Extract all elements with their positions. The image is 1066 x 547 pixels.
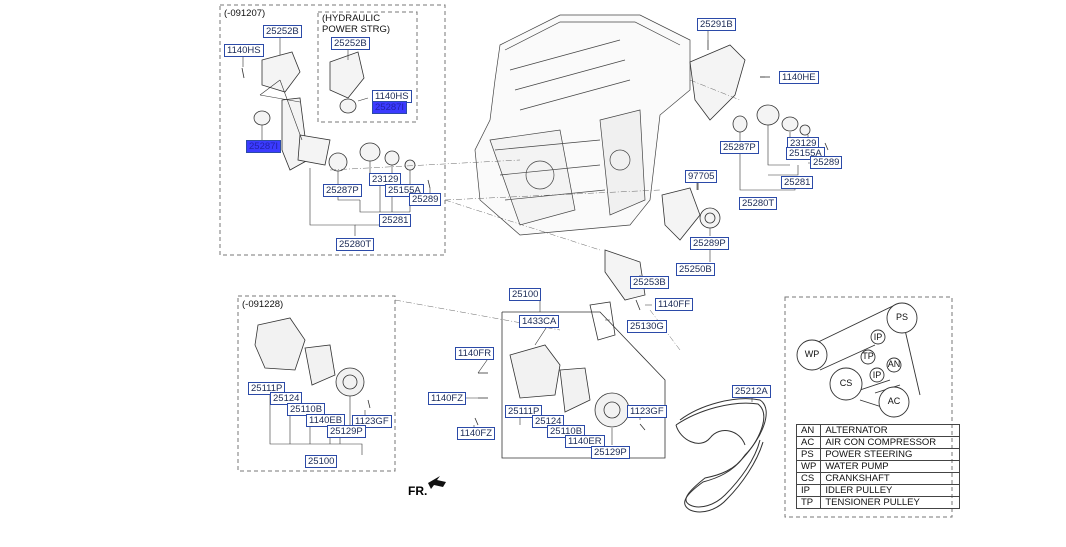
assembly-box-center <box>501 311 666 459</box>
drive-belt <box>675 398 767 513</box>
range-caption-mid-left: (-091228) <box>242 299 284 310</box>
part-label[interactable]: 25289 <box>810 156 843 169</box>
part-label[interactable]: 1433CA <box>519 315 560 328</box>
part-label[interactable]: 1123GF <box>352 415 392 428</box>
range-caption-top-left: (-091207) <box>224 8 266 19</box>
pulley-label-ip-2: IP <box>872 370 882 380</box>
part-label[interactable]: 25289P <box>690 237 729 250</box>
group-box-legend <box>784 296 953 518</box>
part-label-highlighted[interactable]: 25287I <box>372 101 408 114</box>
part-label[interactable]: 25100 <box>509 288 542 301</box>
pulley-label-cs: CS <box>839 378 853 388</box>
part-label[interactable]: 1140ER <box>565 435 605 448</box>
part-label[interactable]: 1140FR <box>455 347 495 360</box>
part-label[interactable]: 1140HE <box>779 71 819 84</box>
part-label[interactable]: 25129P <box>591 446 630 459</box>
part-label[interactable]: 1140FF <box>655 298 694 311</box>
pulley-label-wp: WP <box>804 349 820 359</box>
front-direction-arrow <box>428 476 446 489</box>
group-box-top-left <box>219 4 446 256</box>
part-label[interactable]: 25287P <box>323 184 362 197</box>
pulley-label-ps: PS <box>895 312 908 322</box>
part-label[interactable]: 25287P <box>720 141 759 154</box>
tensioner-parts-top-left <box>241 51 431 189</box>
part-label[interactable]: 25281 <box>379 214 412 227</box>
part-label[interactable]: 25100 <box>305 455 338 468</box>
belt-routing-diagram <box>796 302 921 418</box>
guide-lines <box>329 79 741 351</box>
part-label[interactable]: 25281 <box>781 176 814 189</box>
part-label[interactable]: 25252B <box>331 37 370 50</box>
part-label-highlighted[interactable]: 25287I <box>246 140 282 153</box>
leader-lines <box>242 28 815 455</box>
part-label[interactable]: 25280T <box>336 238 375 251</box>
engine-block <box>474 14 691 236</box>
part-label[interactable]: 1123GF <box>627 405 667 418</box>
part-label[interactable]: 25124 <box>270 392 303 405</box>
part-label[interactable]: 25129P <box>327 425 366 438</box>
part-label[interactable]: 25130G <box>627 320 667 333</box>
part-label[interactable]: 25111P <box>248 382 286 395</box>
pulley-label-ip: IP <box>873 332 883 342</box>
part-label[interactable]: 25280T <box>739 197 778 210</box>
part-label[interactable]: 1140EB <box>306 414 346 427</box>
pulley-label-tp: TP <box>862 351 874 361</box>
part-label[interactable]: 25253B <box>630 276 669 289</box>
part-label[interactable]: 25212A <box>732 385 771 398</box>
part-label[interactable]: 1140FZ <box>428 392 467 405</box>
pulley-label-an: AN <box>887 359 901 369</box>
part-label[interactable]: 25111P <box>505 405 543 418</box>
front-direction-label: FR. <box>408 484 428 498</box>
part-label[interactable]: 97705 <box>685 170 718 183</box>
hydraulic-caption: (HYDRAULIC POWER STRG) <box>322 13 391 35</box>
part-label[interactable]: 25252B <box>263 25 302 38</box>
water-pump-center <box>474 301 646 431</box>
part-label[interactable]: 1140HS <box>224 44 264 57</box>
part-label[interactable]: 25250B <box>676 263 715 276</box>
water-pump-left <box>254 317 371 409</box>
group-box-hydraulic <box>317 11 418 123</box>
part-label[interactable]: 25289 <box>409 193 442 206</box>
pulley-label-ac: AC <box>887 396 901 406</box>
part-label[interactable]: 25291B <box>697 18 736 31</box>
group-box-mid-left <box>237 295 396 472</box>
part-label[interactable]: 1140FZ <box>457 427 496 440</box>
